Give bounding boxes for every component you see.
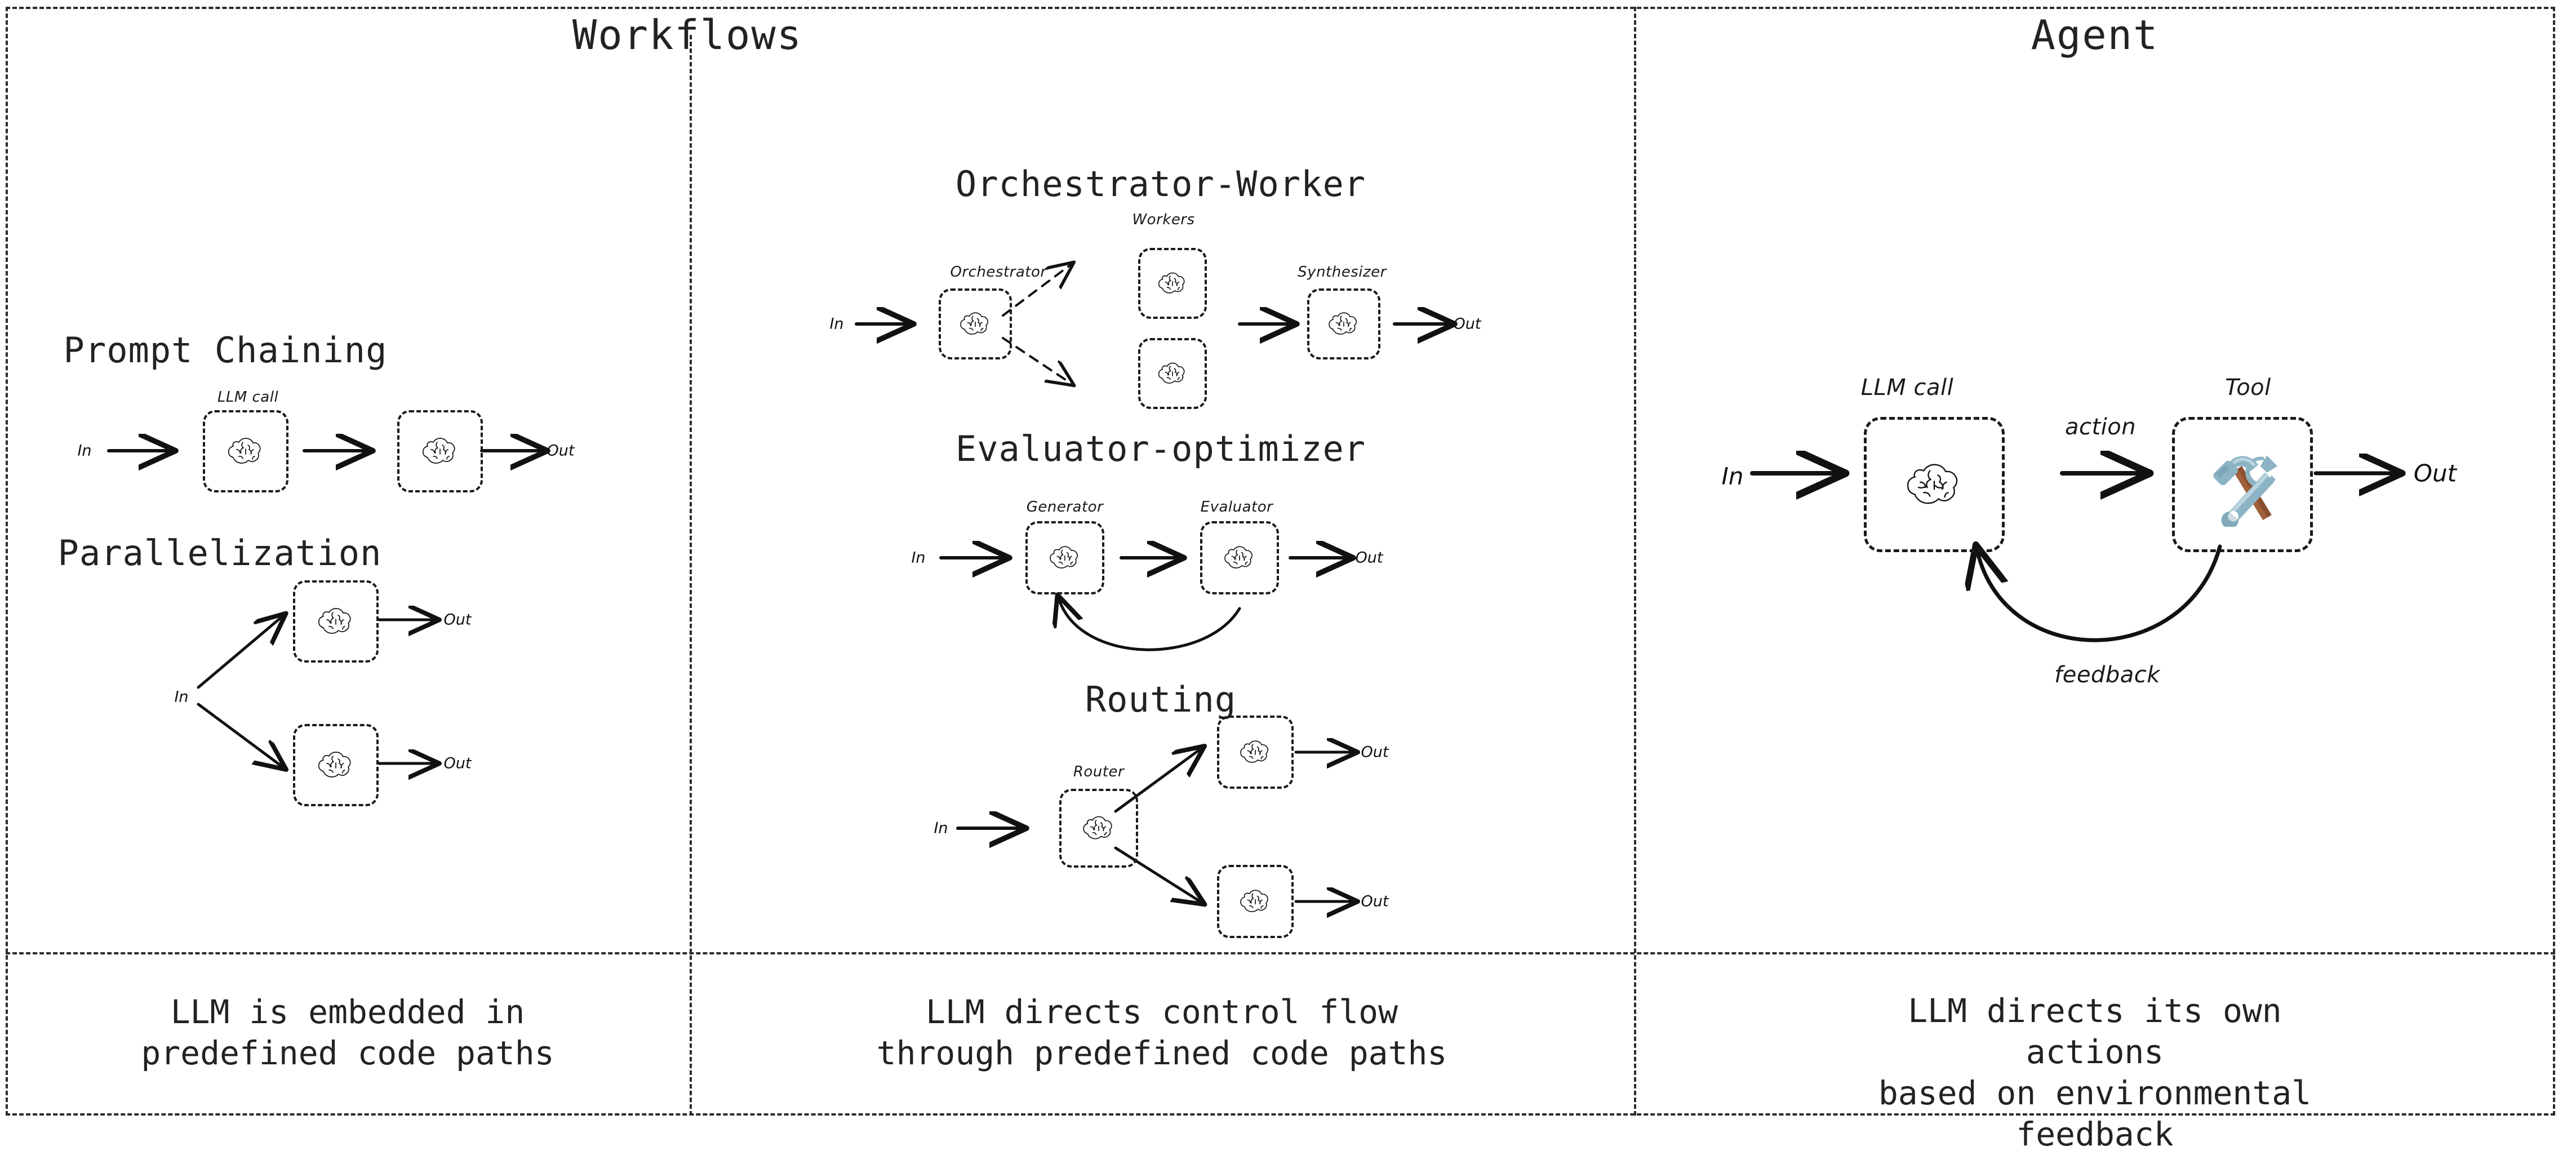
label-workers: Workers: [1132, 211, 1195, 228]
brain-icon: [1083, 816, 1112, 839]
section-title-parallelization: Parallelization: [57, 532, 382, 574]
node-synthesizer[interactable]: [1307, 288, 1380, 359]
node-parallel-branch-1[interactable]: [293, 580, 379, 663]
hammer-and-wrench-icon: [2213, 455, 2278, 527]
label-in: In: [174, 688, 189, 706]
node-evaluator[interactable]: [1200, 521, 1279, 594]
label-out: Out: [547, 442, 575, 460]
brain-icon: [318, 752, 351, 778]
brain-icon: [1158, 362, 1185, 384]
label-action: action: [2064, 414, 2137, 440]
node-worker-2[interactable]: [1138, 338, 1207, 409]
label-synthesizer: Synthesizer: [1298, 264, 1387, 281]
brain-icon: [228, 438, 261, 464]
column-title-workflows: Workflows: [572, 11, 803, 59]
outer-frame: [6, 7, 2555, 1116]
brain-icon: [423, 438, 455, 464]
brain-icon: [1224, 546, 1253, 568]
label-in: In: [934, 819, 948, 837]
caption-workflows-left: LLM is embedded in predefined code paths: [141, 993, 554, 1073]
label-llm-call: LLM call: [217, 389, 279, 406]
brain-icon: [1050, 546, 1078, 568]
brain-icon: [1329, 312, 1357, 335]
node-route-target-2[interactable]: [1217, 865, 1294, 938]
node-generator[interactable]: [1025, 521, 1104, 594]
label-out: Out: [1361, 892, 1389, 910]
divider-workflows-inner: [690, 35, 692, 1116]
brain-icon: [318, 608, 351, 634]
node-agent-tool[interactable]: [2172, 417, 2313, 552]
label-router: Router: [1073, 763, 1125, 780]
label-out: Out: [443, 754, 472, 772]
brain-icon: [1240, 740, 1268, 763]
node-router[interactable]: [1059, 789, 1138, 868]
label-generator: Generator: [1026, 499, 1104, 516]
section-title-prompt-chaining: Prompt Chaining: [63, 330, 388, 371]
caption-workflows-right: LLM directs control flow through predefi…: [876, 993, 1447, 1073]
node-orchestrator[interactable]: [939, 288, 1012, 359]
brain-icon: [1240, 890, 1268, 912]
brain-icon: [1158, 272, 1185, 294]
node-route-target-1[interactable]: [1217, 716, 1294, 789]
node-agent-llm-call[interactable]: [1864, 417, 2005, 552]
divider-captions: [6, 952, 2555, 954]
section-title-orchestrator-worker: Orchestrator-Worker: [955, 163, 1366, 205]
label-in: In: [1721, 462, 1744, 490]
label-out: Out: [443, 611, 472, 629]
node-llm-call-2[interactable]: [397, 410, 483, 492]
section-title-routing: Routing: [1085, 679, 1237, 720]
node-worker-1[interactable]: [1138, 248, 1207, 319]
label-out: Out: [2413, 459, 2457, 487]
label-evaluator: Evaluator: [1200, 499, 1273, 516]
label-out: Out: [1361, 743, 1389, 761]
node-parallel-branch-2[interactable]: [293, 724, 379, 806]
label-in: In: [829, 315, 844, 333]
node-llm-call-1[interactable]: [203, 410, 288, 492]
label-in: In: [911, 549, 926, 567]
brain-icon: [1907, 464, 1958, 504]
caption-agent: LLM directs its own actions based on env…: [1878, 992, 2312, 1154]
divider-workflows-agent: [1634, 7, 1636, 1116]
label-tool: Tool: [2225, 375, 2271, 401]
column-title-agent: Agent: [2031, 11, 2159, 59]
label-out: Out: [1355, 549, 1383, 567]
label-feedback: feedback: [2054, 662, 2160, 688]
label-in: In: [77, 442, 92, 460]
label-out: Out: [1453, 315, 1481, 333]
label-llm-call: LLM call: [1860, 375, 1954, 401]
label-orchestrator: Orchestrator: [950, 264, 1047, 281]
brain-icon: [960, 312, 988, 335]
section-title-evaluator-optimizer: Evaluator-optimizer: [955, 428, 1366, 469]
